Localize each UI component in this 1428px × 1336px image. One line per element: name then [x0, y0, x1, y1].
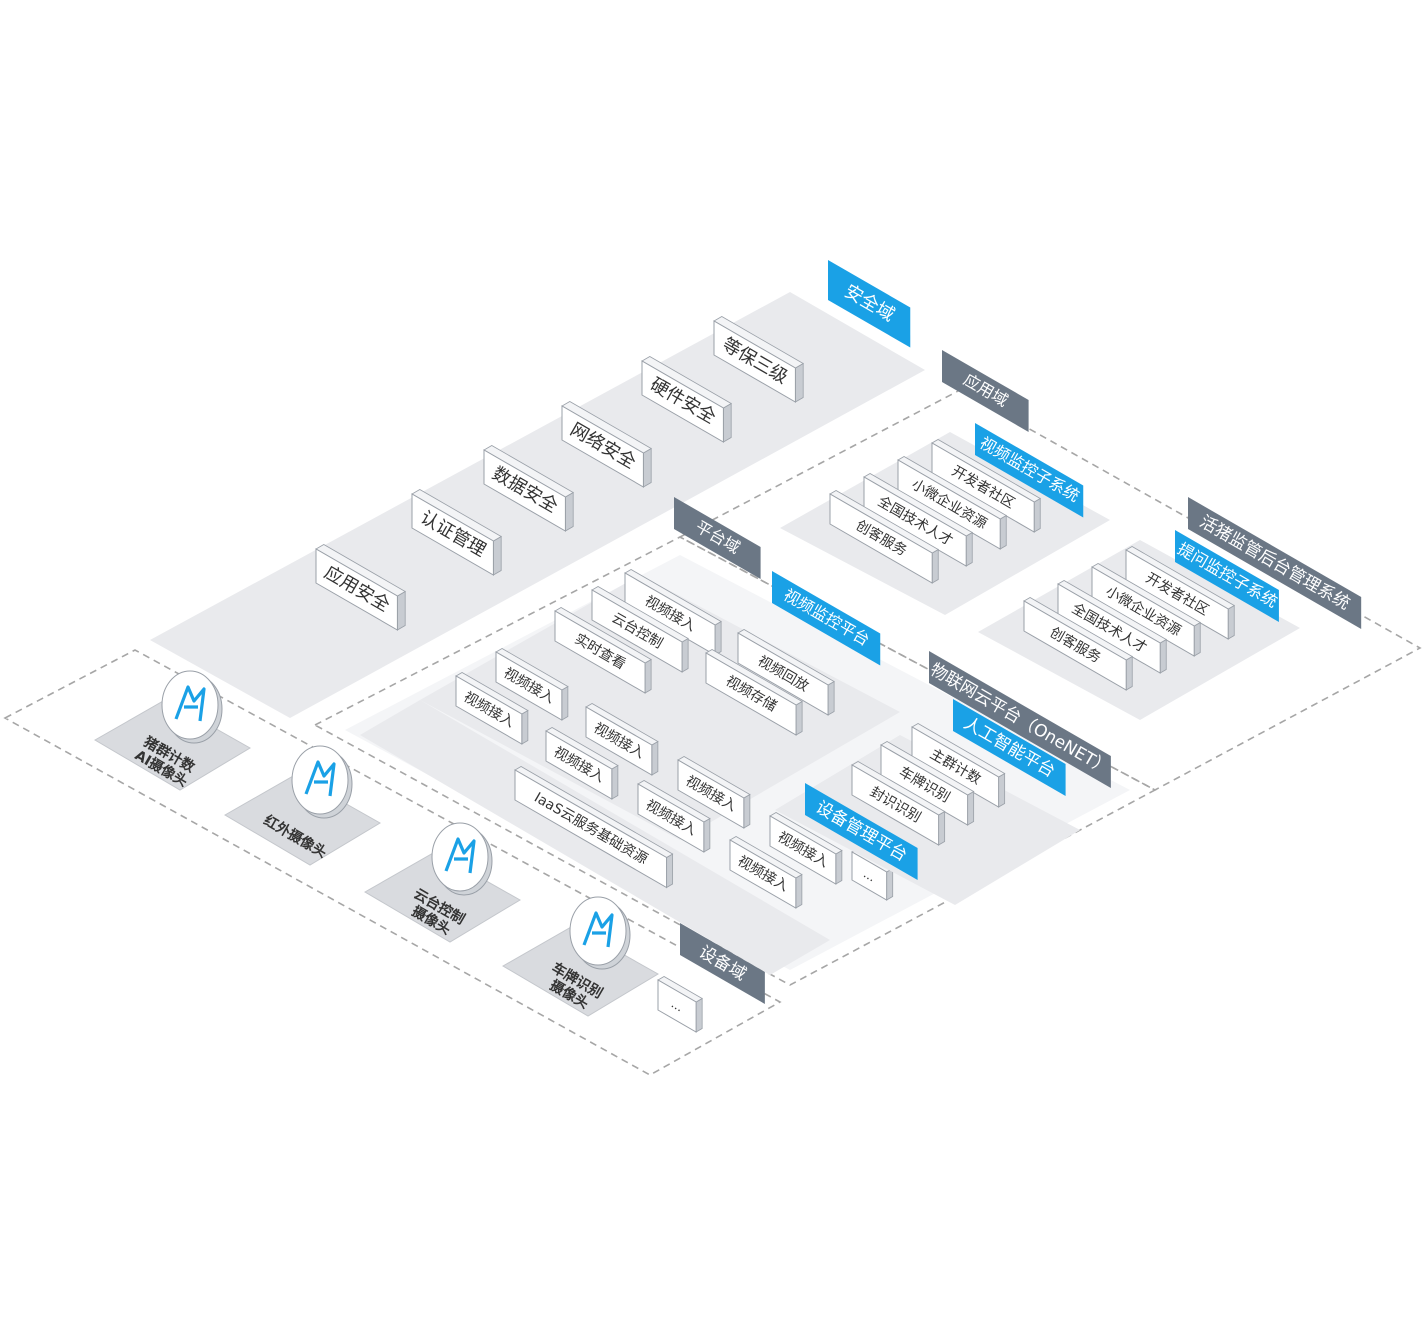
ai-platform-title: [953, 699, 1066, 796]
iaas-card-side: [666, 853, 674, 889]
iaas-card: [514, 769, 668, 889]
security-item-1-side: [493, 535, 502, 576]
video-subsystem-item-3-side: [931, 548, 939, 584]
video-subsystem-item-0-side: [1033, 497, 1041, 533]
security-item-1: [411, 493, 494, 576]
platform-more-card: [851, 851, 888, 901]
camera-puck-2: [431, 822, 489, 892]
access-item-4-side: [743, 793, 751, 829]
video-platform-item-2-side: [644, 658, 652, 694]
pig-backend-item-3: [1023, 600, 1127, 691]
security-item-3: [561, 405, 644, 488]
access-item-3-side: [611, 764, 619, 800]
security-item-5-side: [795, 362, 804, 403]
security-item-0-side: [397, 590, 406, 631]
video-platform-item-3: [737, 632, 829, 716]
security-item-0: [315, 548, 398, 631]
video-subsystem-item-3: [829, 493, 933, 584]
onenet-item-2: [851, 764, 940, 846]
security-domain-tag: [828, 260, 911, 348]
camera-logo-icon: [444, 837, 476, 874]
access-item-7-side: [795, 873, 803, 909]
onenet-item-2-side: [938, 810, 946, 846]
access-item-5-side: [703, 817, 711, 853]
access-item-0-side: [561, 685, 569, 721]
platform-domain-border: [313, 536, 1157, 986]
platform-domain-tag: [674, 497, 761, 579]
device-more-card: [657, 979, 697, 1033]
pig-backend-tag: [1188, 497, 1362, 629]
security-item-2: [483, 449, 566, 532]
security-item-4: [641, 360, 724, 443]
pig-backend-item-3-side: [1125, 655, 1133, 691]
onenet-item-1-side: [967, 790, 975, 826]
onenet-tag: [929, 651, 1111, 788]
security-item-4-side: [723, 402, 732, 443]
onenet-item-0-side: [998, 772, 1006, 808]
access-item-7: [729, 839, 797, 909]
video-subsystem-title: [975, 423, 1084, 518]
access-item-1: [455, 675, 523, 745]
camera-logo-icon: [174, 685, 206, 722]
security-item-2-side: [565, 491, 574, 532]
pig-backend-title: [1175, 530, 1279, 622]
camera-base-0: [94, 699, 251, 791]
camera-puck-1: [291, 745, 349, 815]
device-more-card-side: [695, 997, 703, 1033]
video-platform-item-1: [591, 589, 683, 673]
device-domain-border: [3, 649, 782, 1076]
pig-backend-item-1-side: [1193, 621, 1201, 657]
platform-more-card-side: [886, 867, 894, 901]
pig-backend-item-2-side: [1159, 638, 1167, 674]
camera-puck-0: [161, 670, 219, 740]
access-item-2-side: [651, 740, 659, 776]
security-item-5: [713, 320, 796, 403]
camera-base-2: [364, 851, 521, 943]
access-item-3: [545, 730, 613, 800]
camera-logo-icon: [582, 911, 614, 948]
security-item-3-side: [643, 447, 652, 488]
video-subsystem-item-1-side: [999, 514, 1007, 550]
video-platform-item-1-side: [681, 637, 689, 673]
camera-base-1: [224, 774, 381, 866]
application-domain-tag: [942, 350, 1029, 432]
video-platform-item-4: [705, 652, 797, 736]
access-item-5: [637, 783, 705, 853]
access-item-0: [495, 651, 563, 721]
pig-backend-item-0-side: [1227, 604, 1235, 640]
video-platform-item-0-side: [714, 620, 722, 656]
video-platform-zone: [420, 575, 900, 840]
video-platform-item-2: [554, 610, 646, 694]
video-platform-title: [772, 571, 881, 666]
camera-base-3: [502, 925, 659, 1017]
camera-logo-icon: [304, 760, 336, 797]
access-item-2: [585, 706, 653, 776]
video-platform-item-3-side: [827, 680, 835, 716]
device-platform-title: [805, 783, 918, 880]
access-item-4: [677, 759, 745, 829]
access-item-6: [769, 815, 837, 885]
camera-puck-3: [569, 896, 627, 966]
access-item-6-side: [835, 849, 843, 885]
device-domain-tag: [680, 923, 765, 1004]
video-platform-item-4-side: [795, 700, 803, 736]
access-item-1-side: [521, 709, 529, 745]
video-subsystem-item-2-side: [965, 531, 973, 567]
